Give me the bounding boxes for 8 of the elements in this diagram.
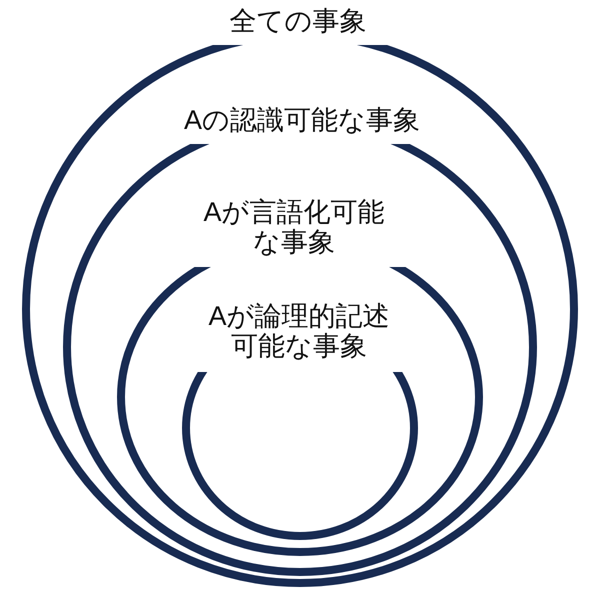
region-label: 全ての事象 [230, 6, 366, 36]
circle-outline [182, 301, 418, 540]
circle-outline [22, 6, 578, 587]
region-label: Aが言語化可能な事象 [202, 197, 386, 257]
region-label: Aが論理的記述可能な事象 [207, 301, 390, 361]
circle-outline [117, 197, 483, 556]
region-label: Aの認識可能な事象 [184, 105, 420, 135]
circle-outline [63, 105, 537, 576]
